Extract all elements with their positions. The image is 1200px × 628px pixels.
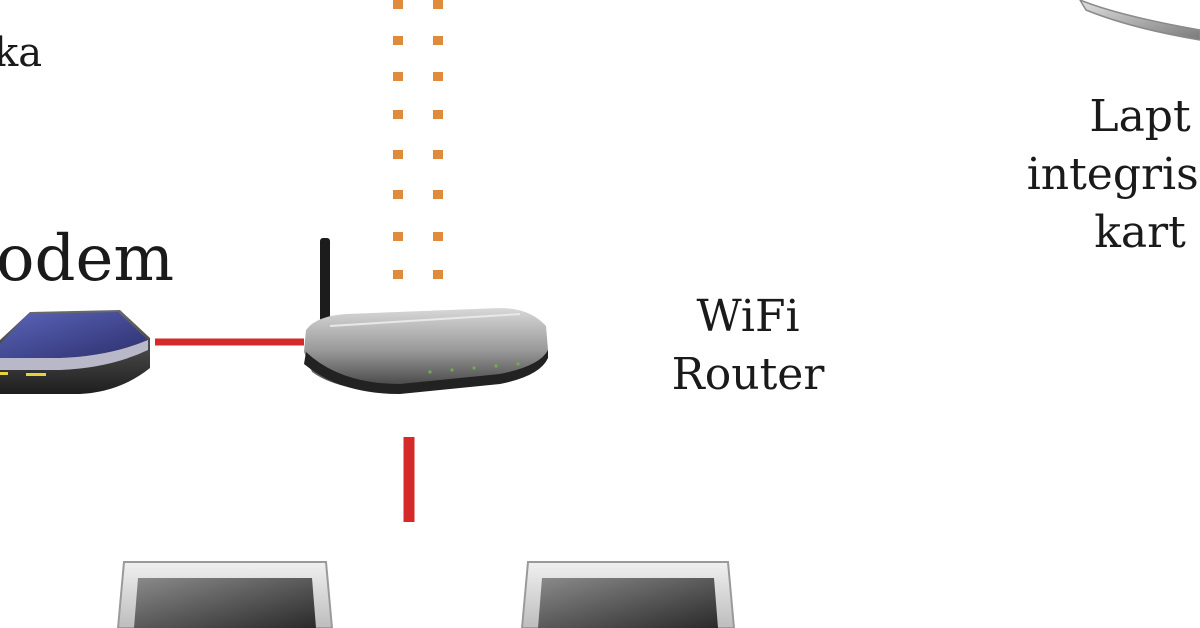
wifi-router-label-line: Router (671, 349, 825, 400)
wireless-dot (433, 0, 443, 9)
wifi-router-icon (304, 238, 548, 394)
laptop-label: Lapt integrisan kart (990, 88, 1200, 262)
wireless-dot (393, 150, 403, 159)
wireless-dot (433, 190, 443, 199)
wireless-dot (433, 270, 443, 279)
wireless-dot (433, 232, 443, 241)
wireless-signal (393, 0, 443, 279)
laptop-label-line: integrisan (1026, 149, 1200, 200)
wireless-dot (393, 270, 403, 279)
desktop-monitor-icon (116, 561, 334, 628)
wireless-dot (433, 72, 443, 81)
wireless-dot (433, 150, 443, 159)
wireless-dot (393, 36, 403, 45)
wireless-dot (393, 0, 403, 9)
wireless-dot (433, 36, 443, 45)
wireless-dot (393, 190, 403, 199)
partial-label: ka (0, 30, 43, 76)
laptop-label-line: Lapt (1089, 91, 1191, 142)
wireless-dot (433, 110, 443, 119)
wifi-router-label: WiFi Router (668, 288, 828, 404)
laptop-label-line: kart (1094, 207, 1186, 258)
wireless-dot (393, 232, 403, 241)
modem-icon (0, 310, 150, 394)
wireless-dot (393, 110, 403, 119)
wifi-router-label-line: WiFi (696, 291, 800, 342)
laptop-icon (1079, 0, 1200, 41)
desktop-monitor-icon (520, 561, 736, 628)
wireless-dot (393, 72, 403, 81)
modem-label: odem (0, 222, 175, 296)
